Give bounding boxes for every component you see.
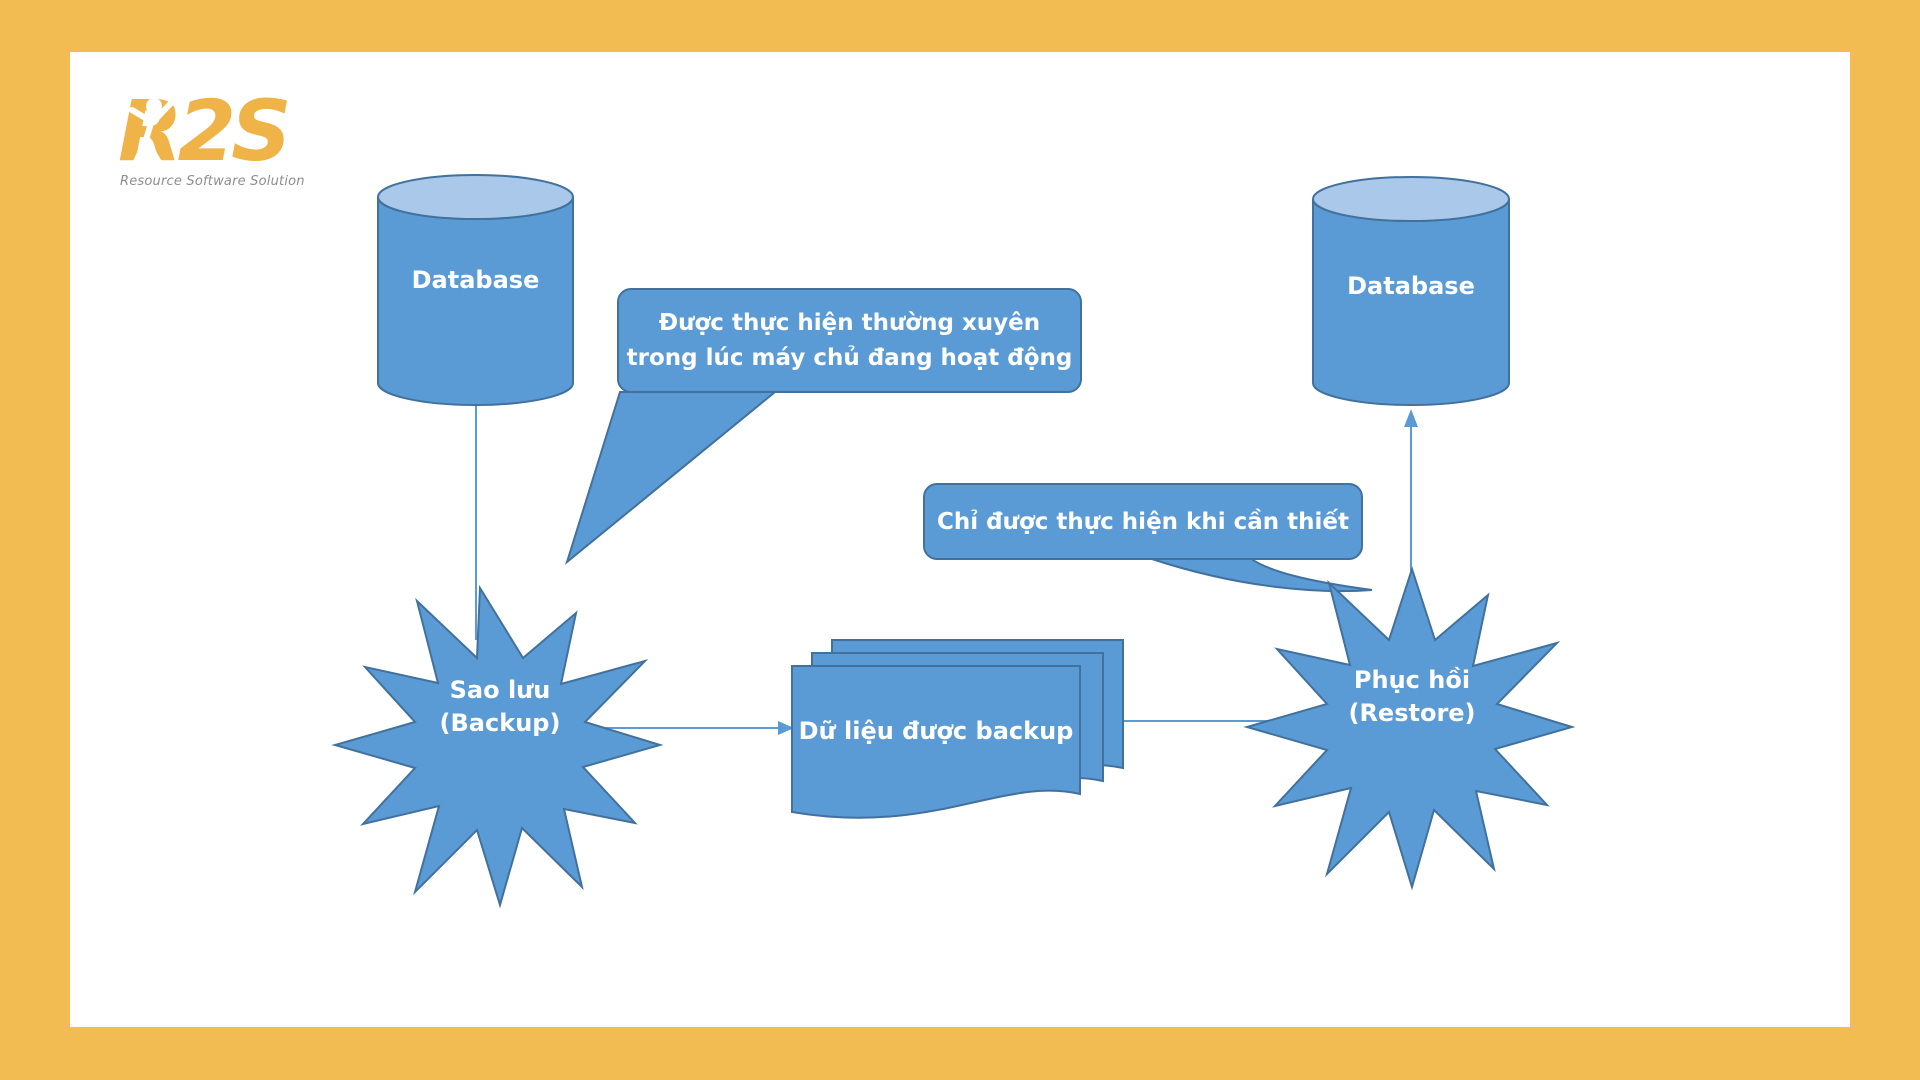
r2s-logo-text: R2S — [118, 84, 287, 176]
callout-on-demand-tail — [1151, 556, 1373, 593]
arrowhead-backup-to-data — [778, 721, 794, 735]
database-right-cylinder-top — [1312, 176, 1510, 222]
database-right-cylinder-body — [1312, 198, 1510, 406]
callout-frequent-tail — [565, 391, 778, 565]
callout-on-demand: Chỉ được thực hiện khi cần thiết — [923, 483, 1363, 560]
database-left-cylinder-body — [377, 196, 574, 406]
callout-frequent-line1: Được thực hiện thường xuyên — [658, 309, 1041, 336]
arrowhead-restore-to-dbright — [1404, 409, 1418, 427]
r2s-logo-figure-icon — [129, 98, 175, 169]
backup-star-shape — [331, 584, 664, 909]
logo-tagline: Resource Software Solution — [120, 174, 305, 189]
backup-data-document-front — [791, 665, 1081, 819]
r2s-logo-mark: R2S — [118, 82, 292, 180]
r2s-logo: R2S Resource Software Solution — [118, 82, 328, 189]
restore-star-shape — [1243, 565, 1576, 891]
database-left-cylinder-top — [377, 174, 574, 220]
callout-frequent-line2: trong lúc máy chủ đang hoạt động — [626, 344, 1073, 371]
callout-frequent: Được thực hiện thường xuyên trong lúc má… — [617, 288, 1082, 393]
